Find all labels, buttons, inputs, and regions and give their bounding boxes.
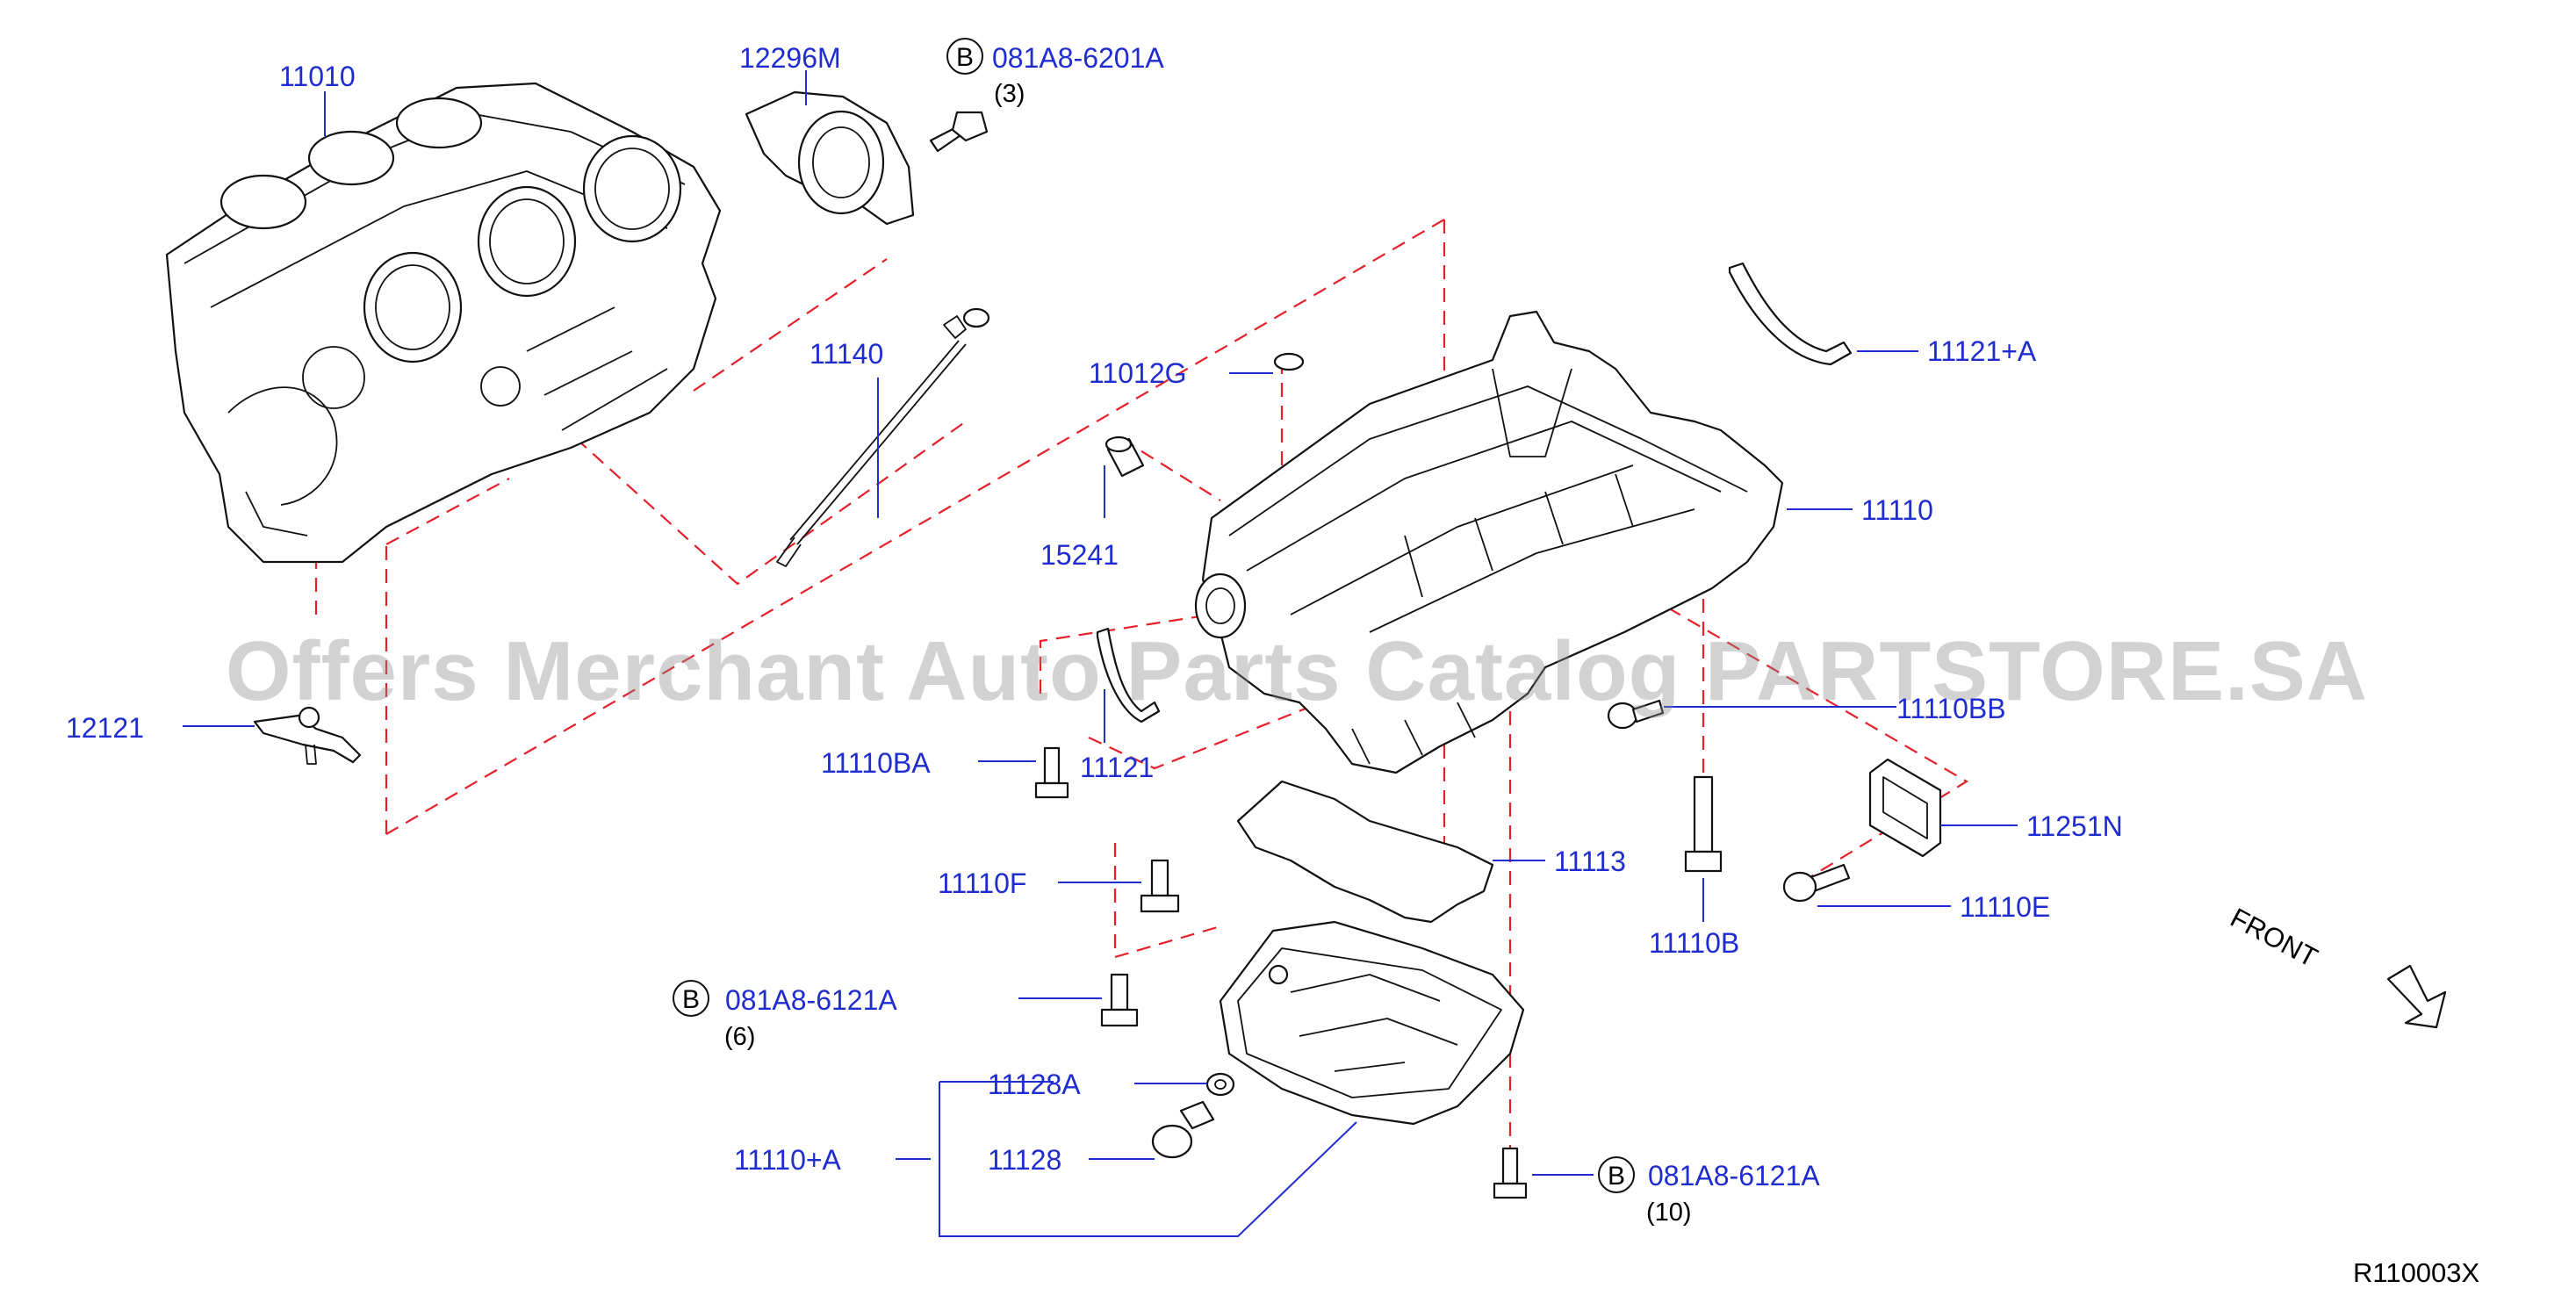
label-11128a[interactable]: 11128A bbox=[988, 1069, 1081, 1100]
watermark-text: Offers Merchant Auto Parts Catalog PARTS… bbox=[226, 624, 2368, 718]
sensor-12121-drawing bbox=[253, 706, 362, 765]
bolt-11110ba-drawing bbox=[1034, 746, 1069, 799]
label-081a8-6201a[interactable]: 081A8-6201A bbox=[992, 42, 1164, 74]
label-081a8-6121a-10[interactable]: 081A8-6121A bbox=[1648, 1160, 1820, 1191]
bolt-marker-letter: B bbox=[1608, 1162, 1625, 1191]
label-11110bb[interactable]: 11110BB bbox=[1896, 693, 2006, 724]
gasket-11113-drawing bbox=[1236, 780, 1494, 924]
bolt-081a8-6121a-6-drawing bbox=[1100, 973, 1139, 1027]
label-11110f[interactable]: 11110F bbox=[938, 867, 1026, 899]
upper-oil-pan-drawing bbox=[1194, 310, 1784, 774]
bolt-marker-letter: B bbox=[956, 43, 974, 72]
quantity-6: (6) bbox=[724, 1023, 755, 1051]
baffle-11121a-drawing bbox=[1728, 262, 1853, 366]
label-11121[interactable]: 11121 bbox=[1080, 752, 1154, 783]
diagram-reference-code: R110003X bbox=[2353, 1257, 2480, 1288]
callout-labels: 11010 12296M B 081A8-6201A (3) 11140 110… bbox=[66, 38, 2123, 1227]
bolt-marker-circle bbox=[1598, 1156, 1635, 1193]
label-11121a[interactable]: 11121+A bbox=[1927, 335, 2037, 367]
lower-oil-pan-drawing bbox=[1219, 920, 1525, 1126]
quantity-10: (10) bbox=[1646, 1199, 1692, 1227]
label-11110ba[interactable]: 11110BA bbox=[821, 747, 931, 779]
bolt-081a8-6201a-drawing bbox=[929, 111, 989, 153]
rear-oil-seal-drawing bbox=[745, 90, 915, 226]
label-11113[interactable]: 11113 bbox=[1554, 846, 1626, 877]
baffle-11121-drawing bbox=[1096, 627, 1161, 723]
plug-11012g-drawing bbox=[1273, 352, 1305, 371]
bolt-081a8-6121a-10-drawing bbox=[1493, 1147, 1528, 1199]
bolt-11110e-drawing bbox=[1782, 863, 1851, 903]
drain-plug-11128-drawing bbox=[1151, 1100, 1215, 1159]
label-11110b[interactable]: 11110B bbox=[1649, 927, 1739, 959]
sleeve-15241-drawing bbox=[1105, 436, 1145, 478]
front-arrow-icon bbox=[2386, 964, 2447, 1029]
plate-11251n-drawing bbox=[1868, 758, 1942, 858]
bolt-11110bb-drawing bbox=[1607, 699, 1665, 730]
label-12296m[interactable]: 12296M bbox=[739, 42, 841, 74]
label-081a8-6121a-6[interactable]: 081A8-6121A bbox=[725, 984, 897, 1016]
leader-lines bbox=[183, 70, 2018, 1237]
label-15241[interactable]: 15241 bbox=[1040, 539, 1119, 571]
quantity-3: (3) bbox=[994, 80, 1025, 108]
label-12121[interactable]: 12121 bbox=[66, 712, 144, 744]
bolt-marker-letter: B bbox=[682, 985, 700, 1014]
label-11110a[interactable]: 11110+A bbox=[734, 1144, 842, 1176]
bolt-marker-circle bbox=[946, 38, 983, 75]
label-11251n[interactable]: 11251N bbox=[2026, 810, 2123, 842]
cylinder-bores bbox=[219, 97, 682, 364]
label-11010[interactable]: 11010 bbox=[279, 61, 356, 92]
front-label: FRONT bbox=[2226, 902, 2323, 973]
dipstick-drawing bbox=[776, 307, 990, 567]
label-11012g[interactable]: 11012G bbox=[1089, 357, 1187, 389]
engine-block-drawing bbox=[165, 82, 722, 564]
washer-11128a-drawing bbox=[1205, 1072, 1235, 1097]
label-11110[interactable]: 11110 bbox=[1861, 494, 1933, 526]
bolt-11110b-drawing bbox=[1684, 775, 1723, 873]
label-11110e[interactable]: 11110E bbox=[1960, 891, 2050, 923]
label-11140[interactable]: 11140 bbox=[809, 338, 883, 370]
label-11128[interactable]: 11128 bbox=[988, 1144, 1061, 1176]
bolt-11110f-drawing bbox=[1140, 859, 1180, 913]
bolt-marker-circle bbox=[673, 980, 709, 1017]
